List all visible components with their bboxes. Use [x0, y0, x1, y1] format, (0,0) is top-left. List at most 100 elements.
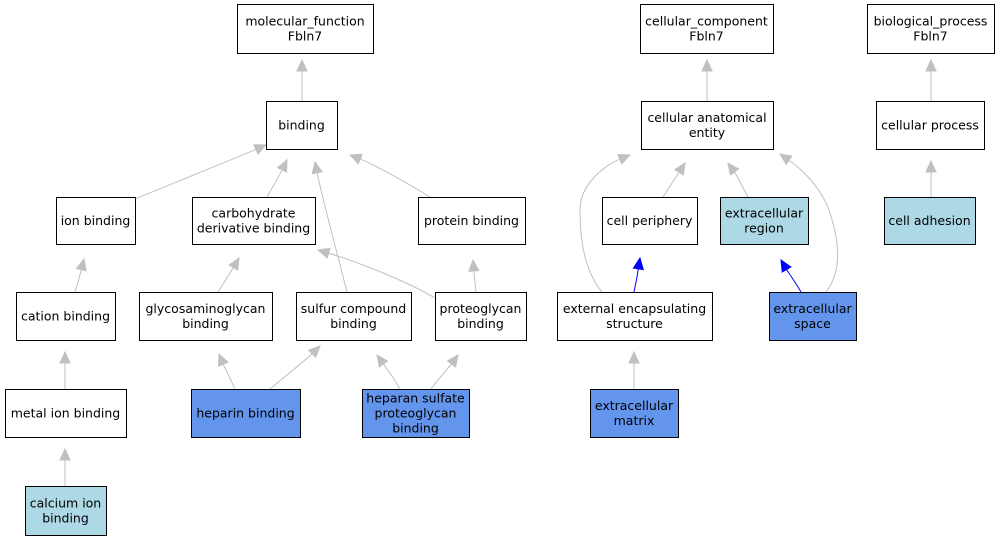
node-box	[25, 486, 107, 536]
edge-line	[134, 148, 257, 200]
arrowhead	[59, 350, 71, 364]
node-label: heparan sulfate	[366, 391, 465, 406]
node-label: extracellular	[773, 301, 852, 316]
node-label: cell periphery	[607, 213, 693, 228]
go-term-node-cellular-process[interactable]: cellular process	[876, 101, 985, 150]
edge-hspg_binding-to-sulfur_binding	[376, 354, 401, 390]
edge-ion_binding-to-binding	[134, 144, 268, 200]
edge-heparin_binding-to-gag_binding	[218, 352, 236, 390]
edge-line	[360, 158, 431, 198]
node-box	[362, 389, 470, 438]
edge-line	[328, 252, 436, 299]
arrowhead	[253, 144, 268, 155]
arrowhead	[296, 58, 308, 72]
edge-line	[430, 363, 452, 390]
edge-extracellular_space-to-cae	[779, 153, 839, 293]
node-label: matrix	[614, 413, 655, 428]
arrowhead	[218, 352, 229, 367]
node-box	[5, 389, 127, 438]
node-label: Fbln7	[689, 29, 723, 44]
node-label: binding	[182, 316, 229, 331]
node-box	[296, 292, 412, 341]
arrowhead	[59, 447, 71, 461]
edge-proteoglycan_binding-to-protein_binding	[468, 258, 480, 293]
node-label: Fbln7	[288, 29, 322, 44]
node-label: binding	[392, 421, 439, 436]
node-label: sulfur compound	[301, 301, 406, 316]
node-box	[720, 197, 809, 245]
go-term-node-cell-adhesion[interactable]: cell adhesion	[884, 197, 976, 245]
go-term-node-protein-binding[interactable]: protein binding	[418, 197, 526, 245]
node-box	[139, 292, 273, 341]
edge-line	[473, 270, 477, 293]
edge-cation_binding-to-ion_binding	[74, 257, 87, 293]
edge-line	[734, 171, 749, 198]
node-label: external encapsulating	[563, 301, 706, 316]
arrowhead	[228, 256, 240, 271]
edge-gag_binding-to-carb_binding	[217, 256, 240, 293]
edge-line	[266, 169, 283, 198]
arrowhead	[75, 257, 87, 272]
node-label: extracellular	[725, 206, 804, 221]
node-label: heparin binding	[196, 406, 294, 421]
node-label: biological_process	[874, 14, 988, 29]
arrowhead	[701, 58, 713, 72]
edge-line	[316, 172, 348, 293]
node-box	[884, 197, 976, 245]
node-label: proteoglycan	[375, 406, 457, 421]
go-term-node-metal-ion-binding[interactable]: metal ion binding	[5, 389, 127, 438]
arrowhead	[376, 354, 389, 368]
node-label: cell adhesion	[888, 213, 970, 228]
edge-cae-to-cc	[701, 58, 713, 101]
edge-line	[383, 363, 401, 390]
edge-cell_periphery-to-cae	[662, 161, 686, 198]
edge-protein_binding-to-binding	[348, 153, 431, 198]
node-label: entity	[689, 125, 726, 140]
go-term-node-heparin-binding[interactable]: heparin binding	[191, 389, 301, 438]
go-term-node-binding[interactable]: binding	[266, 101, 338, 150]
go-term-node-ion-binding[interactable]: ion binding	[56, 197, 136, 245]
node-label: calcium ion	[30, 496, 101, 511]
node-label: Fbln7	[913, 29, 947, 44]
edge-line	[662, 172, 680, 198]
edge-line	[269, 353, 313, 390]
node-box	[191, 389, 301, 438]
node-label: molecular_function	[245, 14, 364, 29]
arrowhead	[632, 256, 644, 271]
node-label: extracellular	[595, 398, 674, 413]
node-box	[769, 292, 857, 341]
node-label: space	[794, 316, 831, 331]
arrowhead	[780, 258, 792, 273]
node-label: protein binding	[424, 213, 519, 228]
node-box	[56, 197, 136, 245]
node-box	[237, 4, 374, 54]
node-label: cation binding	[21, 309, 110, 324]
node-box	[876, 101, 985, 150]
edge-line	[633, 268, 639, 293]
node-label: structure	[606, 316, 663, 331]
node-label: carbohydrate	[212, 206, 296, 221]
arrowhead	[316, 247, 331, 259]
edge-proteoglycan_binding-to-carb_binding	[316, 247, 436, 299]
go-term-node-cation-binding[interactable]: cation binding	[16, 292, 116, 341]
arrowhead	[779, 153, 793, 166]
edge-line	[786, 269, 802, 293]
edge-line	[579, 158, 621, 293]
node-label: cellular process	[881, 118, 979, 133]
go-term-node-cell-periphery[interactable]: cell periphery	[602, 197, 698, 245]
